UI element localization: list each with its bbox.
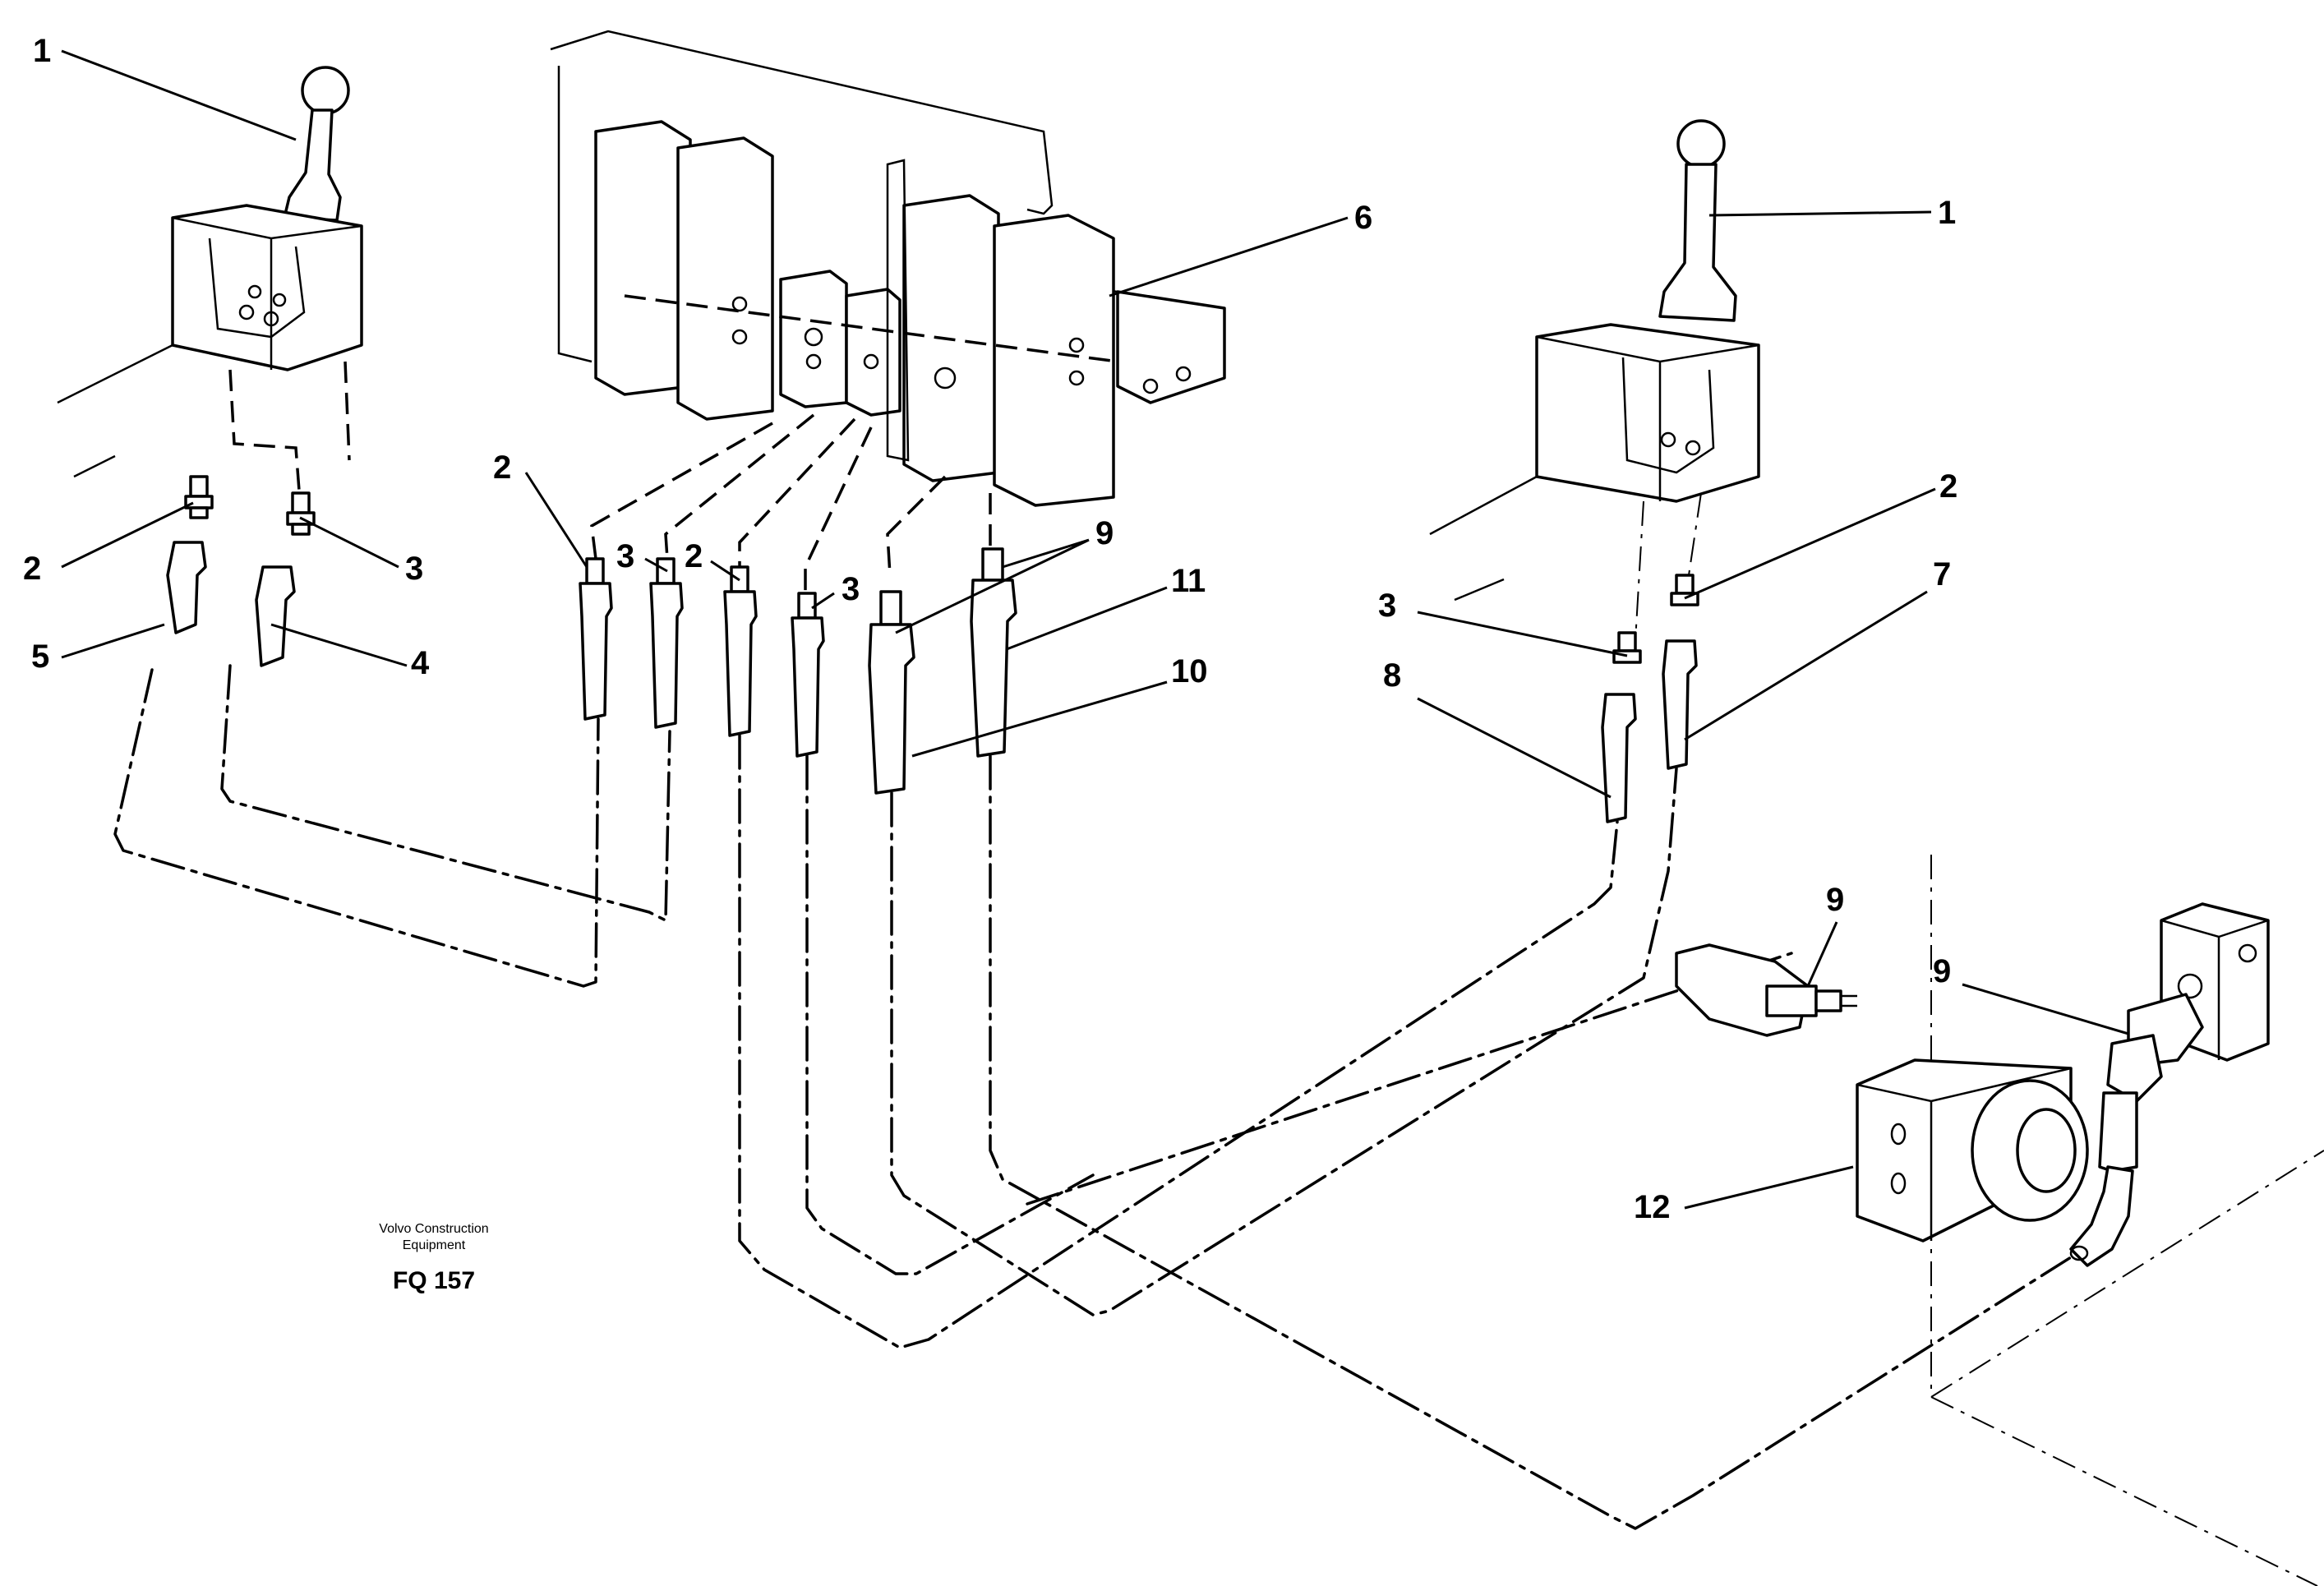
callout-9-right: 9 <box>1933 953 1951 989</box>
callout-8: 8 <box>1383 657 1401 694</box>
callout-1-left: 1 <box>33 33 51 69</box>
callout-2-center-b: 2 <box>685 538 703 574</box>
leader-lines <box>61 49 2129 1210</box>
callout-3-center-a: 3 <box>616 538 634 574</box>
callout-3-center-b: 3 <box>842 571 860 607</box>
callout-12: 12 <box>1634 1189 1671 1225</box>
callout-9-lower: 9 <box>1826 882 1844 918</box>
callout-3-left: 3 <box>405 551 423 587</box>
callout-2-right: 2 <box>1939 468 1957 505</box>
caption-company-line2: Equipment <box>403 1238 466 1252</box>
callout-4: 4 <box>411 645 430 681</box>
caption-company-line1: Volvo Construction <box>379 1222 488 1236</box>
left-joystick <box>57 66 363 502</box>
callout-2-center-a: 2 <box>493 450 511 486</box>
control-valve-block <box>550 30 1226 507</box>
right-joystick <box>1429 119 1760 642</box>
callout-1-right: 1 <box>1938 195 1956 231</box>
callout-7: 7 <box>1933 556 1951 592</box>
center-fittings <box>579 413 1017 795</box>
figure-code: FQ 157 <box>393 1267 475 1294</box>
callout-11: 11 <box>1171 563 1206 599</box>
left-fittings <box>166 475 316 667</box>
callout-labels: 1 1 2 2 2 2 3 3 3 3 4 5 6 7 8 9 9 9 10 1… <box>23 33 1957 1225</box>
callout-10: 10 <box>1171 653 1208 689</box>
callout-2-left: 2 <box>23 551 41 587</box>
hose-routes <box>113 664 2073 1530</box>
callout-3-right: 3 <box>1378 588 1396 624</box>
callout-5: 5 <box>31 639 49 675</box>
caption: Volvo Construction Equipment FQ 157 <box>379 1222 488 1294</box>
callout-9-center: 9 <box>1095 515 1114 551</box>
lower-right-assembly <box>1675 855 2324 1586</box>
callout-6: 6 <box>1354 200 1372 236</box>
right-fittings <box>1601 574 1699 823</box>
